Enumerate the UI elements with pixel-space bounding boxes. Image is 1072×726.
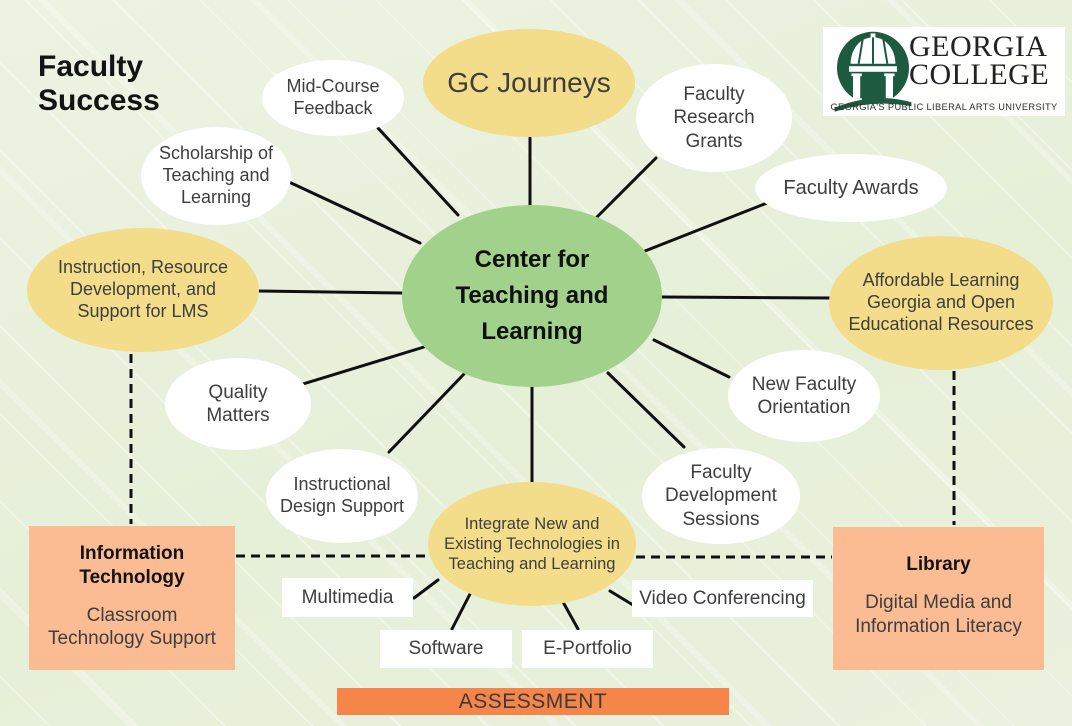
page-title-line1: Faculty <box>38 50 144 83</box>
node-mid-course-feedback: Mid-Course Feedback <box>262 60 404 136</box>
line-integrate-eportfolio <box>561 600 580 631</box>
node-label: New Faculty Orientation <box>751 373 857 418</box>
logo-wordmark: GEORGIA COLLEGE <box>909 30 1050 91</box>
node-affordable-learning-georgia-oer: Affordable Learning Georgia and Open Edu… <box>829 236 1053 370</box>
node-faculty-awards: Faculty Awards <box>755 154 947 222</box>
node-integrate-technologies: Integrate New and Existing Technologies … <box>428 482 636 606</box>
node-faculty-development-sessions: Faculty Development Sessions <box>642 448 800 544</box>
node-label: Faculty Development Sessions <box>665 462 777 530</box>
node-label: Scholarship of Teaching and Learning <box>158 143 274 207</box>
tag-label: Software <box>408 638 484 659</box>
node-label: GC Journeys <box>447 66 611 98</box>
node-gc-journeys: GC Journeys <box>423 29 635 137</box>
library-subtitle: Digital Media and Information Literacy <box>855 591 1022 637</box>
line-integrate-videoconf <box>608 589 635 607</box>
line-integrate-software <box>450 592 472 631</box>
information-technology-box: Information Technology Classroom Technol… <box>29 526 235 670</box>
line-center-facdev <box>606 371 686 449</box>
assessment-label: ASSESSMENT <box>458 689 608 713</box>
page-title-line2: Success <box>38 83 160 117</box>
logo-word-college: COLLEGE <box>909 57 1050 91</box>
node-label: Faculty Awards <box>783 176 919 199</box>
dome-icon <box>834 31 912 112</box>
line-center-awards <box>643 201 769 253</box>
node-label: Center for Teaching and Learning <box>455 246 609 345</box>
node-label: Mid-Course Feedback <box>286 76 380 118</box>
tag-video-conferencing: Video Conferencing <box>632 580 813 617</box>
page-title: Faculty Success <box>38 50 160 118</box>
node-label: Integrate New and Existing Technologies … <box>444 514 620 574</box>
library-box: Library Digital Media and Information Li… <box>833 527 1044 670</box>
library-title: Library <box>906 554 971 575</box>
line-center-instrdesign <box>387 372 466 454</box>
tag-label: Video Conferencing <box>639 587 806 609</box>
assessment-bar: ASSESSMENT <box>337 688 729 715</box>
line-center-quality <box>301 345 426 386</box>
logo-tagline: GEORGIA'S PUBLIC LIBERAL ARTS UNIVERSITY <box>830 102 1058 112</box>
node-instruction-resource-development-lms: Instruction, Resource Development, and S… <box>27 228 259 352</box>
node-label: Faculty Research Grants <box>673 84 755 152</box>
tag-label: Multimedia <box>301 586 394 608</box>
node-faculty-research-grants: Faculty Research Grants <box>636 64 792 172</box>
georgia-college-logo: GEORGIA COLLEGE GEORGIA'S PUBLIC LIBERAL… <box>823 27 1065 116</box>
line-center-scholarship <box>287 180 422 245</box>
node-label: Affordable Learning Georgia and Open Edu… <box>848 270 1034 334</box>
tag-eportfolio: E-Portfolio <box>522 630 653 668</box>
logo-row: GEORGIA COLLEGE <box>823 27 1065 113</box>
line-center-lms <box>257 289 404 295</box>
information-technology-subtitle: Classroom Technology Support <box>48 604 216 650</box>
logo-word-georgia: GEORGIA <box>909 30 1048 63</box>
node-instructional-design-support: Instructional Design Support <box>266 449 418 543</box>
node-quality-matters: Quality Matters <box>165 358 311 450</box>
line-center-newfaculty <box>652 338 731 379</box>
tag-label: E-Portfolio <box>543 638 632 659</box>
tag-software: Software <box>380 630 512 668</box>
node-label: Quality Matters <box>206 381 270 426</box>
node-label: Instructional Design Support <box>279 474 405 516</box>
information-technology-title: Information Technology <box>79 543 185 588</box>
line-integrate-multimedia <box>412 578 440 600</box>
line-center-affordable <box>660 295 833 300</box>
node-center-teaching-learning: Center for Teaching and Learning <box>402 205 662 387</box>
line-center-researchgrants <box>595 156 658 219</box>
line-center-midcourse <box>376 126 460 217</box>
node-new-faculty-orientation: New Faculty Orientation <box>728 350 880 442</box>
node-scholarship-teaching-learning: Scholarship of Teaching and Learning <box>141 127 291 225</box>
node-label: Instruction, Resource Development, and S… <box>57 257 229 321</box>
tag-multimedia: Multimedia <box>282 578 413 617</box>
